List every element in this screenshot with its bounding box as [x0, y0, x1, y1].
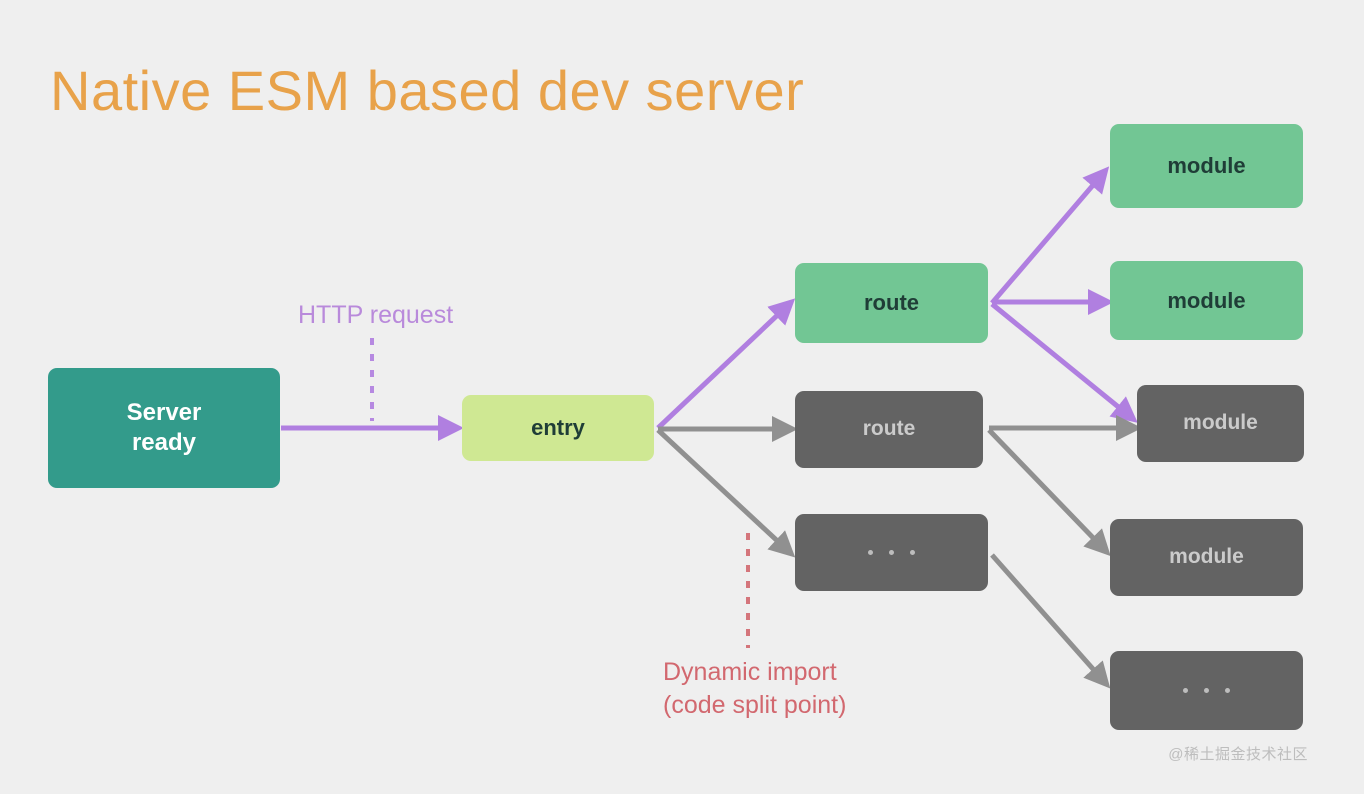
- ellipsis-icon: [868, 550, 915, 555]
- page-title: Native ESM based dev server: [50, 59, 805, 122]
- node-module-gray-3[interactable]: module: [1137, 385, 1304, 462]
- node-ellipsis-bottom[interactable]: [1110, 651, 1303, 730]
- label-dynamic-import: Dynamic import (code split point): [663, 658, 847, 720]
- node-server-ready-label: Server ready: [126, 399, 202, 456]
- node-server-ready[interactable]: Server ready: [48, 368, 280, 488]
- node-module-green-2[interactable]: module: [1110, 261, 1303, 340]
- ellipsis-icon: [1183, 688, 1230, 693]
- node-entry-label: entry: [531, 415, 585, 441]
- node-route-green-label: route: [864, 290, 919, 316]
- node-module-gray-4-label: module: [1169, 545, 1244, 569]
- node-module-green-1-label: module: [1167, 153, 1246, 179]
- node-module-gray-3-label: module: [1183, 411, 1258, 435]
- node-module-gray-4[interactable]: module: [1110, 519, 1303, 596]
- node-module-green-1[interactable]: module: [1110, 124, 1303, 208]
- node-ellipsis-middle[interactable]: [795, 514, 988, 591]
- node-route-gray[interactable]: route: [795, 391, 983, 468]
- node-route-gray-label: route: [862, 417, 916, 441]
- node-module-green-2-label: module: [1167, 287, 1246, 313]
- node-entry[interactable]: entry: [462, 395, 654, 461]
- watermark: @稀土掘金技术社区: [1168, 746, 1308, 763]
- node-route-green[interactable]: route: [795, 263, 988, 343]
- label-http-request: HTTP request: [298, 301, 454, 329]
